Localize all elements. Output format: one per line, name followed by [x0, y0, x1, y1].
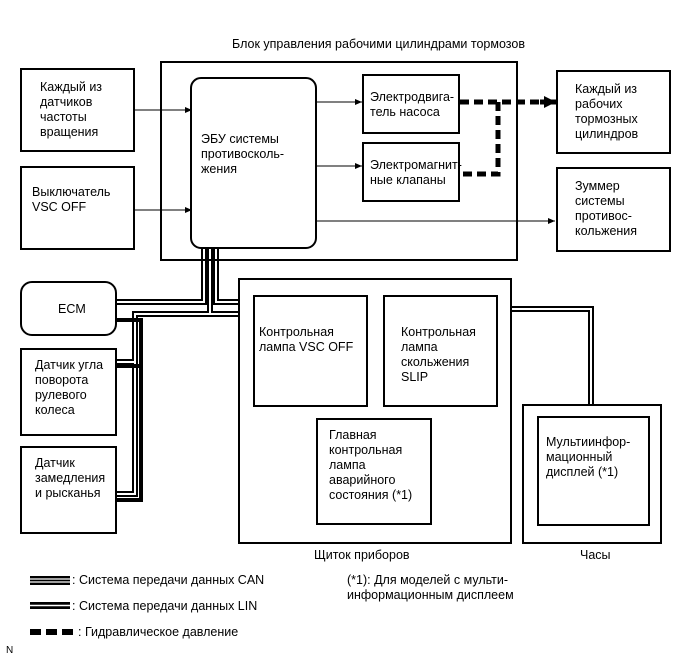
can-bus — [117, 247, 238, 502]
legend-hydraulic-label: : Гидравлическое давление — [78, 625, 239, 639]
vsc-off-switch-label: Выключатель VSC OFF — [32, 185, 111, 214]
combination-meter-caption: Щиток приборов — [314, 548, 410, 562]
ecm-label: ECM — [58, 302, 86, 316]
wheel-cylinders-label: Каждый из рабочих тормозных цилиндров — [575, 82, 639, 141]
slip-indicator-box: Контрольная лампа скольжения SLIP — [383, 295, 498, 407]
clock-container — [522, 404, 662, 544]
wheel-cylinders-box: Каждый из рабочих тормозных цилиндров — [556, 70, 671, 154]
yaw-rate-sensor-box: Датчик замедления и рысканья — [20, 446, 117, 534]
pump-motor-box: Электродвига- тель насоса — [362, 74, 460, 134]
brake-actuator-container — [160, 61, 518, 261]
legend-can-label: : Система передачи данных CAN — [72, 573, 265, 587]
master-warning-indicator-box: Главная контрольная лампа аварийного сос… — [316, 418, 432, 525]
legend-lin-symbol — [30, 602, 70, 609]
speed-sensors-box: Каждый из датчиков частоты вращения — [20, 68, 135, 152]
yaw-rate-sensor-label: Датчик замедления и рысканья — [35, 456, 106, 500]
solenoid-valves-box: Электромагнит- ные клапаны — [362, 142, 462, 202]
brake-actuator-title: Блок управления рабочими цилиндрами торм… — [232, 37, 525, 51]
vsc-off-switch-box: Выключатель VSC OFF — [20, 166, 135, 250]
vsc-off-indicator-label: Контрольная лампа VSC OFF — [259, 325, 354, 354]
hydraulic-line — [460, 99, 542, 177]
master-warning-indicator-label: Главная контрольная лампа аварийного сос… — [329, 428, 413, 502]
speed-sensors-label: Каждый из датчиков частоты вращения — [40, 80, 103, 139]
skid-buzzer-label: Зуммер системы противос- кольжения — [575, 179, 638, 238]
lin-bus — [512, 306, 594, 404]
corner-code: N — [6, 645, 14, 656]
slip-indicator-label: Контрольная лампа скольжения SLIP — [401, 325, 476, 384]
legend-lin-label: : Система передачи данных LIN — [72, 599, 258, 613]
combination-meter-container — [238, 278, 512, 544]
steering-sensor-label: Датчик угла поворота рулевого колеса — [35, 358, 104, 417]
skid-control-ecu-label: ЭБУ системы противосколь- жения — [201, 132, 285, 176]
footnote-1: (*1): Для моделей с мульти- информационн… — [347, 573, 514, 602]
skid-control-ecu: ЭБУ системы противосколь- жения — [190, 77, 317, 249]
clock-caption: Часы — [580, 548, 611, 562]
pump-motor-label: Электродвига- тель насоса — [370, 90, 455, 119]
vsc-off-indicator-box: Контрольная лампа VSC OFF — [253, 295, 368, 407]
skid-buzzer-box: Зуммер системы противос- кольжения — [556, 167, 671, 252]
solenoid-valves-label: Электромагнит- ные клапаны — [370, 158, 462, 187]
steering-sensor-box: Датчик угла поворота рулевого колеса — [20, 348, 117, 436]
multi-info-display-box: Мультиинфор- мационный дисплей (*1) — [537, 416, 650, 526]
ecm-box: ECM — [20, 281, 117, 336]
legend-can-symbol — [30, 576, 70, 585]
multi-info-display-label: Мультиинфор- мационный дисплей (*1) — [546, 435, 631, 479]
